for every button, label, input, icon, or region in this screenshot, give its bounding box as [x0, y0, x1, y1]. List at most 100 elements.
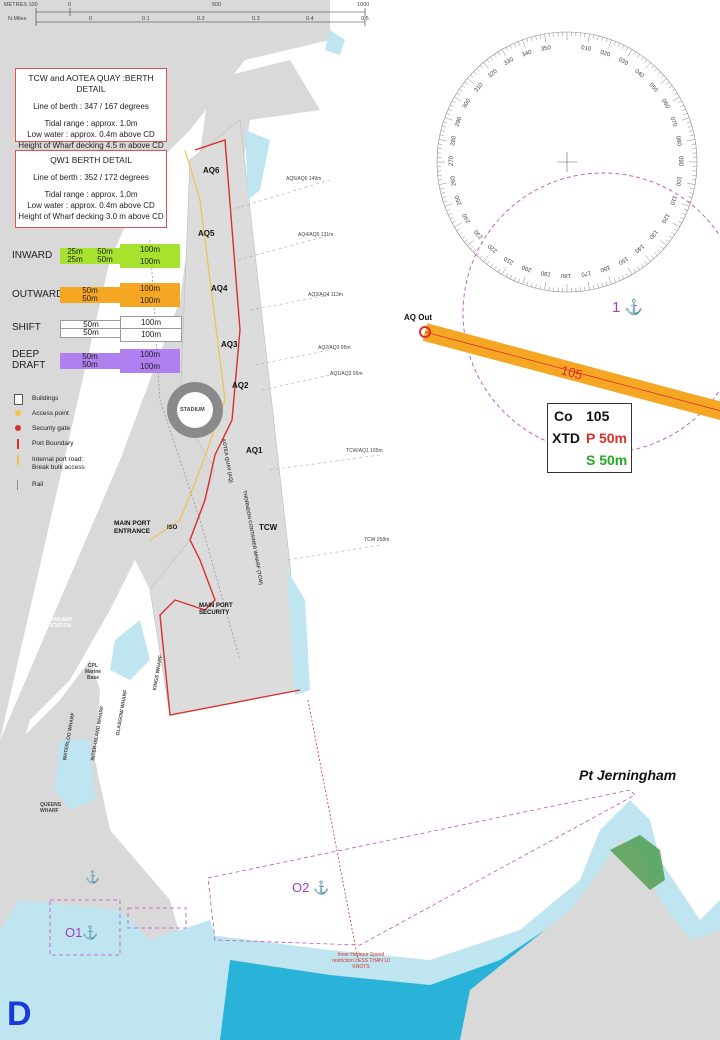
compass-tick	[470, 246, 474, 250]
course-info-box: Co 105 XTD P 50m S 50m	[547, 403, 632, 473]
sheet-letter: D	[7, 995, 32, 1033]
compass-tick	[450, 104, 454, 107]
compass-tick	[459, 232, 463, 235]
berth-line-tcw: TCW 258m	[364, 537, 390, 543]
compass-tick	[657, 71, 661, 75]
compass-tick	[501, 49, 507, 57]
compass-tick	[584, 33, 586, 38]
compass-tick	[608, 276, 612, 285]
compass-tick	[518, 278, 521, 283]
compass-tick	[513, 277, 516, 281]
aq-out-marker	[419, 326, 431, 338]
compass-tick	[497, 268, 501, 273]
scale-nm-2: 0.2	[197, 16, 205, 22]
compass-tick	[672, 96, 680, 102]
movement-bar: 50m	[60, 353, 120, 361]
berth-aq2: AQ2	[232, 381, 249, 390]
compass-tick	[592, 34, 595, 39]
compass-tick	[522, 276, 526, 285]
compass-tick	[613, 41, 616, 46]
compass-tick	[456, 228, 461, 232]
compass-tick	[535, 284, 537, 289]
compass-tick	[544, 282, 547, 291]
movement-bar: 100m	[120, 349, 180, 361]
xtd-label: XTD	[552, 430, 580, 446]
pt-jerningham-label: Pt Jerningham	[579, 767, 677, 783]
compass-tick	[618, 43, 621, 47]
compass-tick	[535, 35, 537, 40]
scale-bar	[35, 8, 366, 26]
port-boundary-icon	[17, 439, 19, 449]
qw1-line-of-berth: Line of berth : 352 / 172 degrees	[33, 173, 149, 182]
compass-tick	[452, 100, 456, 104]
anchor-icon: ⚓	[85, 870, 100, 884]
movement-bar: 50m	[60, 287, 120, 295]
compass-tick	[444, 203, 453, 207]
movement-bar: 100m	[120, 244, 180, 256]
compass-tick	[673, 228, 678, 232]
compass-tick	[530, 36, 533, 41]
compass-tick	[657, 249, 661, 253]
compass-tick	[467, 240, 474, 246]
land-east	[460, 840, 720, 1040]
compass-tick	[597, 35, 599, 40]
compass-tick	[651, 65, 655, 69]
railway-station-label: RAILWAY STATION	[50, 617, 73, 629]
compass-tick	[666, 81, 670, 85]
compass-tick	[688, 125, 693, 128]
compass-tick	[476, 252, 480, 256]
compass-tick	[651, 255, 655, 259]
anchor-icon: ⚓	[82, 925, 99, 940]
anchor-icon: ⚓	[624, 299, 644, 316]
compass-tick	[654, 68, 658, 72]
movement-bar: 100m	[120, 283, 180, 295]
compass-tick	[683, 113, 688, 116]
berth-line-aq2-aq3: AQ2/AQ3 95m	[318, 345, 351, 351]
qw1-berth-detail: QW1 BERTH DETAIL Line of berth : 352 / 1…	[15, 150, 167, 228]
compass-tick	[548, 33, 550, 38]
scale-nm-5: 0.5	[361, 16, 369, 22]
compass-tick	[443, 200, 448, 203]
compass-tick	[654, 252, 658, 256]
xtd-stbd-value: S 50m	[586, 452, 628, 468]
compass-tick	[686, 121, 691, 124]
pt-jerningham-vegetation	[610, 835, 665, 890]
movement-label: OUTWARD	[12, 289, 64, 300]
movement-bar: 25m	[60, 256, 90, 264]
compass-tick	[441, 196, 446, 199]
compass-tick	[625, 273, 629, 277]
compass-tick	[673, 92, 678, 96]
movement-label: DEEP DRAFT	[12, 349, 46, 371]
compass-tick	[470, 74, 474, 78]
tcw-berth-detail: TCW and AOTEA QUAY :BERTH DETAIL Line of…	[15, 68, 167, 150]
compass-tick	[605, 38, 608, 43]
compass-tick	[522, 39, 526, 48]
compass-tick	[618, 277, 621, 281]
movement-bar: 100m	[120, 295, 180, 307]
compass-tick	[439, 187, 444, 190]
movement-bar: 100m	[120, 256, 180, 268]
compass-tick	[456, 92, 461, 96]
compass-tick	[592, 285, 595, 290]
compass-tick	[627, 49, 633, 57]
compass-tick	[645, 62, 651, 69]
compass-tick	[680, 104, 684, 107]
compass-tick	[464, 239, 468, 243]
anchorage-o2-area	[207, 789, 636, 946]
movement-label: INWARD	[12, 250, 53, 261]
compass-tick	[633, 268, 637, 273]
qw1-title: QW1 BERTH DETAIL	[50, 155, 132, 165]
compass-tick	[633, 51, 637, 56]
compass-tick	[691, 143, 696, 145]
compass-tick	[660, 246, 664, 250]
compass-tick	[473, 249, 477, 253]
compass-tick	[494, 54, 497, 58]
compass-tick	[509, 45, 512, 49]
compass-tick	[438, 179, 443, 181]
compass-tick	[587, 282, 590, 291]
scale-tick-1000: 1000	[357, 2, 370, 8]
berth-line-aq1-aq2: AQ1/AQ2 95m	[330, 371, 363, 377]
compass-label: 180	[561, 272, 572, 278]
scale-nmiles-label: N.Miles	[8, 16, 27, 22]
